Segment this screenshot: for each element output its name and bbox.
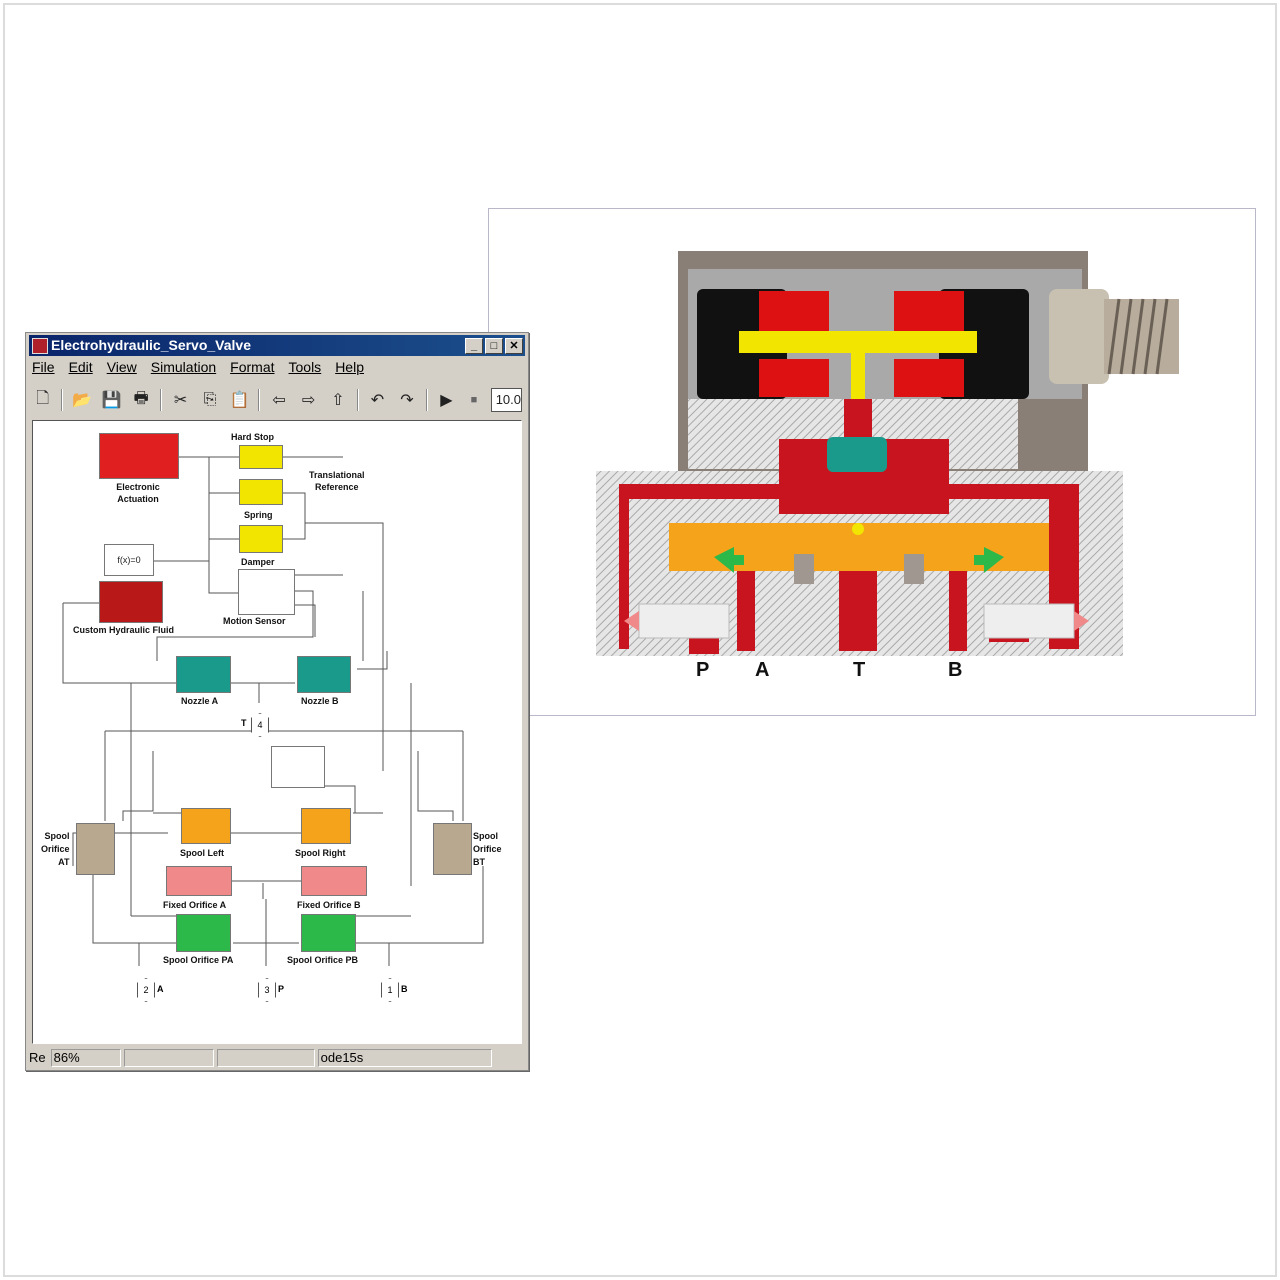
- hard-stop-block[interactable]: [239, 445, 283, 469]
- electronic-actuation-block[interactable]: [99, 433, 179, 479]
- separator: [425, 389, 428, 411]
- spool-orifice-pa-block[interactable]: [176, 914, 231, 952]
- menu-view[interactable]: View: [106, 359, 137, 375]
- port-a-label: A: [157, 984, 164, 994]
- separator: [258, 389, 261, 411]
- up-icon[interactable]: ⇧: [331, 392, 345, 409]
- port-p[interactable]: 3: [258, 978, 276, 1002]
- spool-orifice-bt-label: Spool Orifice BT: [473, 831, 502, 867]
- hard-stop-label: Hard Stop: [231, 432, 275, 442]
- valve-label-p: P: [696, 659, 710, 681]
- menu-help[interactable]: Help: [335, 359, 364, 375]
- menu-simulation[interactable]: Simulation: [150, 359, 217, 375]
- back-icon[interactable]: ⇦: [272, 392, 286, 409]
- port-b-label: B: [401, 984, 408, 994]
- spool-left-block[interactable]: [181, 808, 231, 844]
- port-p-label: P: [278, 984, 285, 994]
- fx-block[interactable]: f(x)=0: [104, 544, 154, 576]
- menu-tools[interactable]: Tools: [288, 359, 322, 375]
- translational-reference-label: Translational Reference: [309, 470, 365, 492]
- status-zoom: 86%: [50, 1049, 121, 1067]
- separator: [61, 389, 64, 411]
- nozzle-b-label: Nozzle B: [301, 696, 339, 706]
- valve-label-t: T: [853, 659, 866, 681]
- nozzle-a-block[interactable]: [176, 656, 231, 693]
- fixed-orifice-b-label: Fixed Orifice B: [297, 900, 361, 910]
- open-icon[interactable]: 📂: [72, 392, 93, 409]
- spool-orifice-at-block[interactable]: [76, 823, 115, 875]
- spool-orifice-pb-label: Spool Orifice PB: [287, 955, 359, 965]
- model-canvas[interactable]: Electronic Actuation Hard Stop Translati…: [32, 420, 522, 1044]
- status-field: [123, 1049, 214, 1067]
- redo-icon[interactable]: ↷: [400, 392, 414, 409]
- motion-sensor-label: Motion Sensor: [223, 616, 286, 626]
- valve-label-a: A: [755, 659, 770, 681]
- print-icon[interactable]: 🖶: [133, 389, 149, 407]
- separator: [159, 389, 162, 411]
- custom-hydraulic-fluid-label: Custom Hydraulic Fluid: [73, 625, 175, 635]
- forward-icon[interactable]: ⇨: [301, 392, 316, 409]
- damper-block[interactable]: [239, 525, 283, 553]
- save-icon[interactable]: 💾: [101, 392, 122, 409]
- spring-label: Spring: [244, 510, 273, 520]
- port-b[interactable]: 1: [381, 978, 399, 1002]
- electronic-actuation-label: Electronic Actuation: [116, 482, 160, 504]
- menu-edit[interactable]: Edit: [68, 359, 93, 375]
- title-bar[interactable]: Electrohydraulic_Servo_Valve _ □ ✕: [29, 335, 525, 356]
- nozzle-b-block[interactable]: [297, 656, 351, 693]
- port-a[interactable]: 2: [137, 978, 155, 1002]
- window-title: Electrohydraulic_Servo_Valve: [51, 337, 251, 353]
- close-button[interactable]: ✕: [505, 338, 523, 354]
- status-field: [216, 1049, 315, 1067]
- menu-bar: File Edit View Simulation Format Tools H…: [32, 359, 364, 379]
- valve-label-b: B: [948, 659, 963, 681]
- app-icon: [32, 338, 48, 354]
- nozzle-a-label: Nozzle A: [181, 696, 219, 706]
- toolbar: 🗋 📂 💾 🖶 ✂ ⎘ 📋 ⇦ ⇨ ⇧ ↶ ↷ ▶ ■ 10.0: [32, 385, 523, 415]
- spool-left-label: Spool Left: [180, 848, 224, 858]
- signal-wires: [62, 456, 484, 966]
- spool-right-label: Spool Right: [295, 848, 346, 858]
- custom-hydraulic-fluid-block[interactable]: [99, 581, 163, 623]
- fixed-orifice-b-block[interactable]: [301, 866, 367, 896]
- valve-illustration: P A T B: [488, 208, 1256, 716]
- spool-orifice-pa-label: Spool Orifice PA: [163, 955, 234, 965]
- motion-sensor-block[interactable]: [238, 569, 295, 615]
- stop-icon[interactable]: ■: [470, 394, 478, 406]
- minimize-button[interactable]: _: [465, 338, 483, 354]
- menu-file[interactable]: File: [32, 359, 55, 375]
- spool-orifice-bt-block[interactable]: [433, 823, 472, 875]
- valve-cross-section: [596, 251, 1179, 656]
- port-t-label: T: [241, 718, 247, 728]
- stop-time-input[interactable]: 10.0: [490, 388, 523, 412]
- port-t[interactable]: 4: [251, 713, 269, 737]
- play-icon[interactable]: ▶: [440, 392, 453, 409]
- spring-block[interactable]: [239, 479, 283, 505]
- simulink-window: Electrohydraulic_Servo_Valve _ □ ✕ File …: [25, 332, 529, 1071]
- status-solver: ode15s: [317, 1049, 492, 1067]
- menu-format[interactable]: Format: [230, 359, 275, 375]
- copy-icon[interactable]: ⎘: [203, 391, 217, 408]
- spool-orifice-pb-block[interactable]: [301, 914, 356, 952]
- status-bar: Re 86% ode15s: [29, 1049, 525, 1067]
- cut-icon[interactable]: ✂: [173, 392, 188, 409]
- fixed-orifice-a-block[interactable]: [166, 866, 232, 896]
- spool-orifice-at-label: Spool Orifice AT: [41, 831, 70, 867]
- status-ready: Re: [29, 1050, 46, 1065]
- maximize-button[interactable]: □: [485, 338, 503, 354]
- undo-icon[interactable]: ↶: [370, 392, 385, 409]
- outer-frame: [3, 3, 1277, 1277]
- new-icon[interactable]: 🗋: [36, 389, 50, 407]
- spool-sensor-block[interactable]: [271, 746, 325, 788]
- fixed-orifice-a-label: Fixed Orifice A: [163, 900, 227, 910]
- separator: [356, 389, 359, 411]
- paste-icon[interactable]: 📋: [229, 392, 250, 409]
- spool-right-block[interactable]: [301, 808, 351, 844]
- damper-label: Damper: [241, 557, 275, 567]
